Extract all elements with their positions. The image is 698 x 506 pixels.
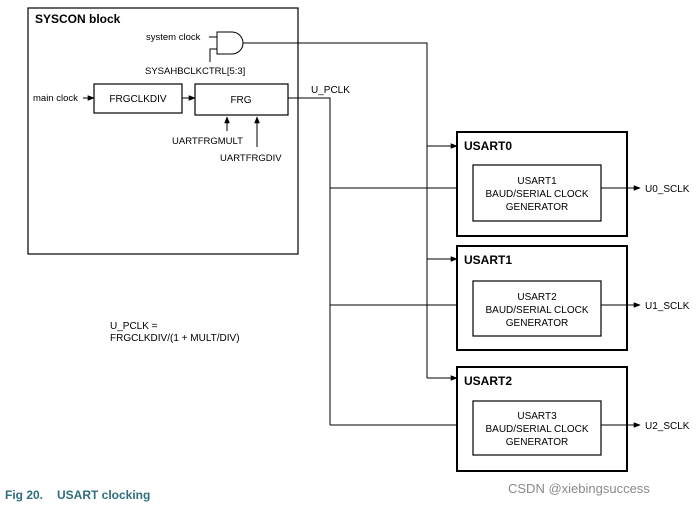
frg-box [194,83,289,116]
u-pclk-label: U_PCLK [311,85,350,96]
syscon-title: SYSCON block [35,12,121,26]
syscon-block [27,7,299,255]
frg-label: FRG [230,95,251,106]
usart1-gen-line2: BAUD/SERIAL CLOCK [486,305,589,316]
usart1-title: USART1 [464,253,512,267]
usart1-output: U1_SCLK [645,301,690,312]
figure-number: Fig 20. [5,488,43,502]
pclk-bus-wire [243,42,428,378]
usart0-gen-line2: BAUD/SERIAL CLOCK [486,189,589,200]
usart0-output: U0_SCLK [645,184,690,195]
usart1-gen-line1: USART2 [517,292,557,303]
watermark: CSDN @xiebingsuccess [508,481,650,496]
usart1-generator [472,280,602,337]
frgclkdiv-label: FRGCLKDIV [109,94,167,105]
usart0-title: USART0 [464,139,512,153]
usart2-gen-line1: USART3 [517,411,557,422]
formula-line1: U_PCLK = [110,321,158,332]
frgclkdiv-box [93,83,183,114]
usart2-title: USART2 [464,374,512,388]
main-clock-label: main clock [33,93,78,104]
u-pclk-wire [288,97,331,425]
usart2-gen-line3: GENERATOR [506,437,568,448]
uartfrgdiv-label: UARTFRGDIV [220,153,282,164]
sysahbclkctrl-label: SYSAHBCLKCTRL[5:3] [145,66,245,77]
usart2-generator [472,400,602,456]
enable-wire [209,48,217,62]
uartfrgmult-label: UARTFRGMULT [172,136,243,147]
system-clock-label: system clock [146,32,201,43]
usart0-gen-line1: USART1 [517,176,557,187]
usart2-output: U2_SCLK [645,421,690,432]
usart0-gen-line3: GENERATOR [506,202,568,213]
formula-line2: FRGCLKDIV/(1 + MULT/DIV) [110,333,240,344]
usart2-gen-line2: BAUD/SERIAL CLOCK [486,424,589,435]
usart1-gen-line3: GENERATOR [506,318,568,329]
usart0-generator [472,164,602,222]
figure-title: USART clocking [57,488,150,502]
and-gate [216,31,244,55]
